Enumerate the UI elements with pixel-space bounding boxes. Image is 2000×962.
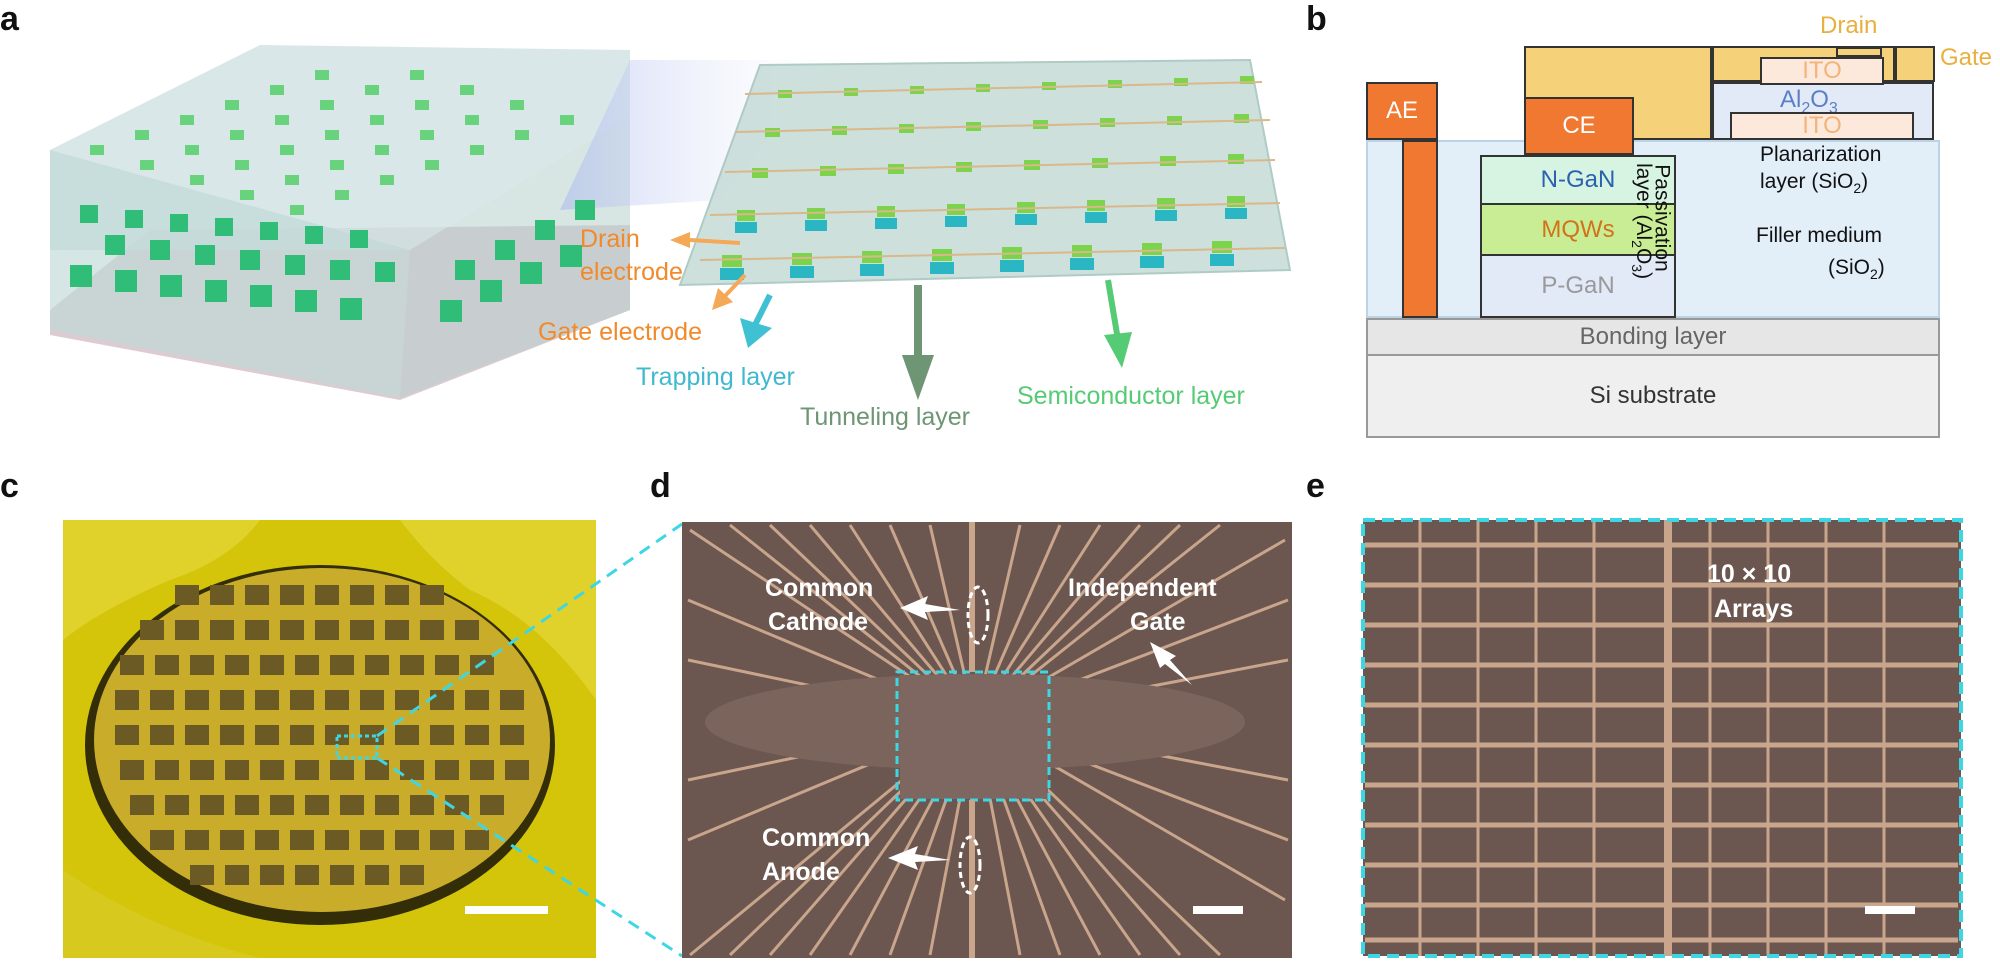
planarization-label-1: Planarization <box>1760 143 1882 166</box>
drain-contact <box>1836 47 1882 57</box>
common-cathode-label-2: Cathode <box>768 608 868 636</box>
gate-label: Gate <box>1940 44 1993 71</box>
tunneling-layer-label: Tunneling layer <box>800 403 971 431</box>
drain-electrode-label-2: electrode <box>580 258 683 286</box>
ito-top-label: ITO <box>1802 57 1842 84</box>
panel-label-c: c <box>0 467 19 505</box>
bonding-layer: Bonding layer <box>1366 318 1940 356</box>
array-column-lines <box>1418 520 1886 956</box>
panel-label-b: b <box>1306 0 1327 38</box>
planarization-label-2: layer (SiO2) <box>1760 170 1869 197</box>
p-gan-layer: P-GaN <box>1480 254 1676 318</box>
n-gan-label: N-GaN <box>1540 166 1616 193</box>
al2o3-label: Al2O3 <box>1780 86 1838 117</box>
anode-electrode-via <box>1402 140 1438 318</box>
ito-bottom-layer: ITO <box>1730 112 1914 140</box>
layer-transistor-grid <box>699 76 1286 280</box>
panel-label-e: e <box>1306 467 1325 505</box>
anode-electrode-block: AE <box>1366 82 1438 140</box>
p-gan-label: P-GaN <box>1541 272 1615 299</box>
ce-label: CE <box>1562 112 1596 139</box>
common-anode-label-2: Anode <box>762 858 840 886</box>
arrays-label-1: 10 × 10 <box>1707 560 1792 588</box>
block-cube-grid <box>70 200 595 322</box>
array-row-lines <box>1365 542 1958 943</box>
bonding-layer-label: Bonding layer <box>1579 323 1727 350</box>
semiconductor-layer-label: Semiconductor layer <box>1017 382 1245 410</box>
drain-label: Drain <box>1820 12 1878 39</box>
ito-bottom-label: ITO <box>1802 112 1842 139</box>
common-anode-label-1: Common <box>762 824 871 852</box>
wafer-die-grid <box>115 585 529 885</box>
cathode-electrode-block: CE <box>1524 97 1634 155</box>
panel-a-arrows <box>670 232 1132 400</box>
ito-top-layer: ITO <box>1760 57 1884 85</box>
independent-gate-label-1: Independent <box>1068 574 1217 602</box>
gate-electrode-label: Gate electrode <box>538 318 702 346</box>
panel-label-a: a <box>0 0 19 38</box>
si-substrate-label: Si substrate <box>1589 381 1717 409</box>
ae-label: AE <box>1385 97 1418 124</box>
gate-electrode-right <box>1895 46 1935 82</box>
independent-gate-label-2: Gate <box>1130 608 1186 636</box>
common-cathode-label-1: Common <box>765 574 874 602</box>
drain-electrode-label-1: Drain <box>580 225 640 253</box>
filler-medium-label-2: (SiO2) <box>1828 256 1885 283</box>
mqws-layer: MQWs <box>1480 203 1676 256</box>
panel-label-d: d <box>650 467 671 505</box>
block-transistor-grid <box>90 70 574 215</box>
filler-medium-label-1: Filler medium <box>1756 224 1883 247</box>
mqws-label: MQWs <box>1541 215 1615 243</box>
trapping-layer-label: Trapping layer <box>636 363 795 391</box>
arrays-label-2: Arrays <box>1714 595 1794 623</box>
